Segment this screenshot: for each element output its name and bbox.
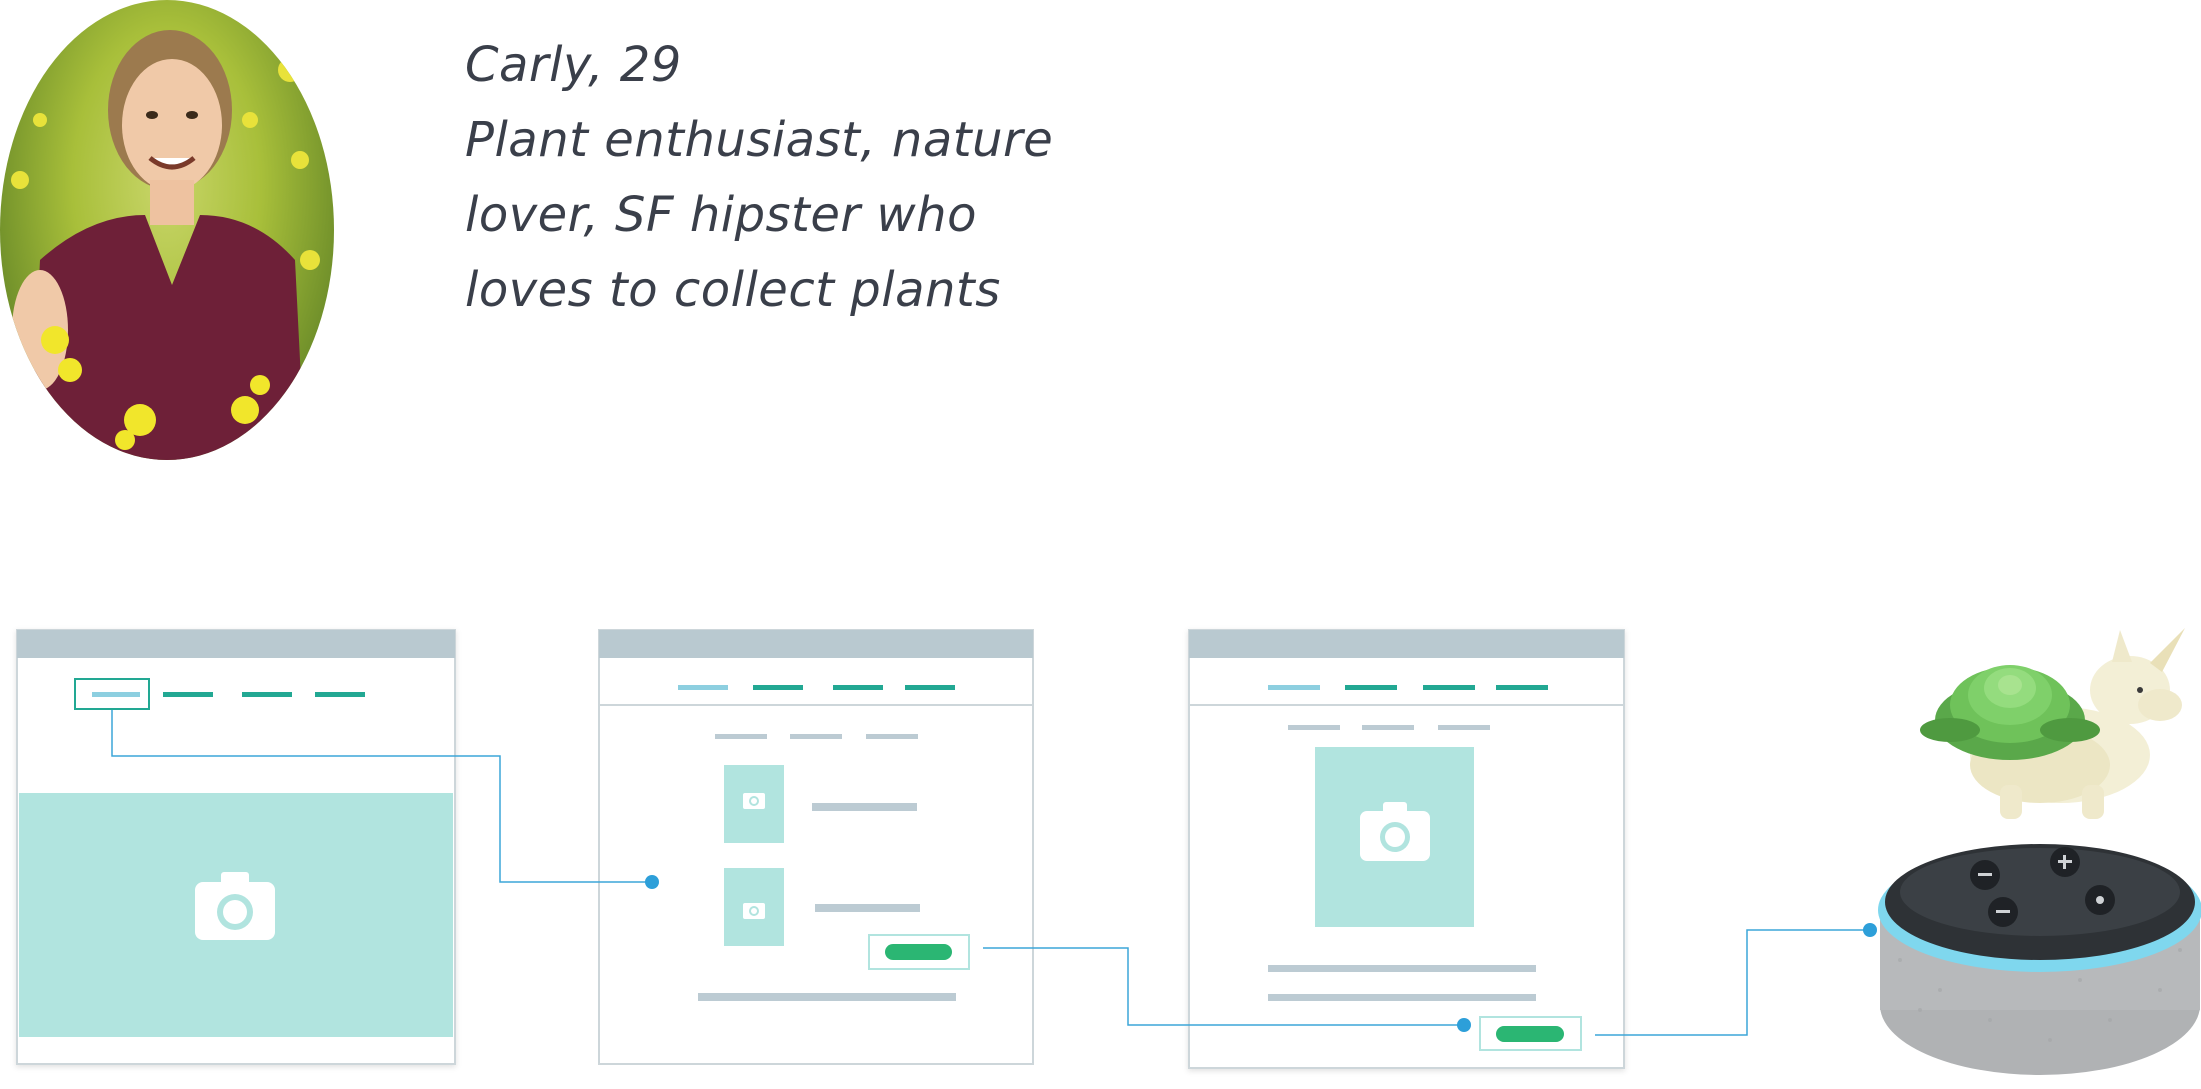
detail-nav-item-4 xyxy=(1496,685,1548,690)
persona-description: Carly, 29 Plant enthusiast, nature lover… xyxy=(465,28,1053,328)
list-nav-item-4 xyxy=(905,685,955,690)
list-cta-highlight-box xyxy=(868,934,970,970)
flow-connectors xyxy=(111,710,1870,1036)
home-screen-header-bar xyxy=(17,630,455,658)
persona-line-3: loves to collect plants xyxy=(465,262,1001,318)
smart-speaker-illustration xyxy=(1878,844,2201,1075)
camera-icon xyxy=(1360,802,1430,861)
list-item-1-title xyxy=(812,803,917,811)
list-screen-wireframe xyxy=(598,629,1034,1065)
list-nav-item-1 xyxy=(678,685,728,690)
home-nav-item-4 xyxy=(315,692,365,697)
list-filter-1 xyxy=(715,734,767,739)
list-filter-3 xyxy=(866,734,918,739)
list-screen-frame xyxy=(598,629,1034,1065)
detail-cta-button xyxy=(1496,1026,1564,1042)
camera-icon xyxy=(195,872,275,940)
list-footer-bar xyxy=(698,993,956,1001)
connector-endpoint-speaker xyxy=(1863,923,1877,937)
detail-cta-highlight-box xyxy=(1479,1016,1582,1051)
home-nav-item-1 xyxy=(92,692,140,697)
list-filter-2 xyxy=(790,734,842,739)
detail-nav-item-3 xyxy=(1423,685,1475,690)
succulent-unicorn-planter-illustration xyxy=(1920,628,2185,819)
home-nav-item-2 xyxy=(163,692,213,697)
detail-screen-wireframe xyxy=(1188,629,1625,1069)
persona-photo xyxy=(0,0,334,460)
connector-list-to-detail xyxy=(983,947,1464,1026)
list-cta-button xyxy=(885,944,952,960)
detail-screen-header-bar xyxy=(1189,630,1624,658)
detail-text-line-1 xyxy=(1268,965,1536,972)
camera-icon xyxy=(743,793,765,809)
persona-line-2: lover, SF hipster who xyxy=(465,187,977,243)
home-screen-wireframe xyxy=(16,629,456,1065)
detail-nav-item-2 xyxy=(1345,685,1397,690)
connector-detail-to-speaker xyxy=(1595,929,1870,1036)
persona-illustration xyxy=(11,11,320,460)
home-nav-item-3 xyxy=(242,692,292,697)
connector-home-to-list xyxy=(111,710,652,883)
home-nav-highlight-box xyxy=(74,678,150,710)
detail-nav-item-1 xyxy=(1268,685,1320,690)
connector-endpoint-list xyxy=(645,875,659,889)
detail-filter-2 xyxy=(1362,725,1414,730)
connector-endpoint-detail xyxy=(1457,1018,1471,1032)
camera-icon xyxy=(743,903,765,919)
persona-name-age: Carly, 29 xyxy=(465,37,682,93)
list-nav-item-3 xyxy=(833,685,883,690)
detail-text-line-2 xyxy=(1268,994,1536,1001)
list-screen-header-bar xyxy=(599,630,1033,658)
list-nav-item-2 xyxy=(753,685,803,690)
detail-filter-3 xyxy=(1438,725,1490,730)
detail-filter-1 xyxy=(1288,725,1340,730)
succulent-rosette xyxy=(1920,665,2100,760)
persona-line-1: Plant enthusiast, nature xyxy=(465,112,1054,168)
list-item-2-title xyxy=(815,904,920,912)
